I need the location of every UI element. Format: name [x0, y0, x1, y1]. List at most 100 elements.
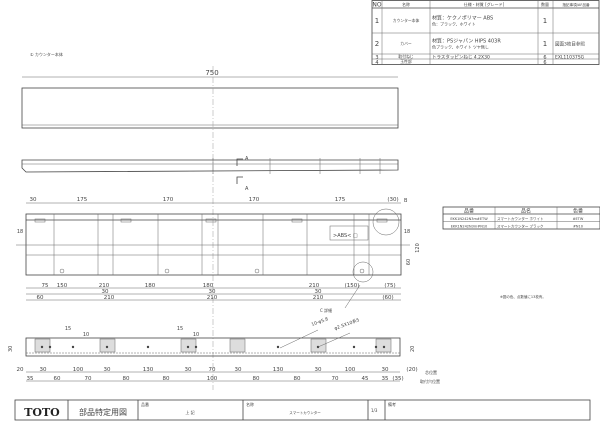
row-spec2: 色：ブラック、ホワイト [432, 21, 476, 27]
bv-dim: 30 [40, 367, 47, 373]
bottom-dim: 30 [102, 289, 109, 295]
top-dim: 170 [163, 197, 174, 203]
part-label: ① カウンター本体 [30, 51, 63, 57]
header-name: 名称 [402, 1, 410, 7]
toto-logo: TOTO [24, 406, 60, 419]
bv-dim: 30 [185, 367, 192, 373]
hole [352, 345, 356, 349]
section-mark-a-2: A [245, 186, 249, 192]
variant-cell: EKK1N242N3m#ETW [450, 217, 488, 221]
bottom-dim: (150) [345, 283, 360, 289]
callout-hole-1: 10-φ5.8 [311, 316, 330, 328]
top-dim: 30 [30, 197, 37, 203]
bv-dim: (35) [392, 376, 403, 382]
hatched-rib [310, 338, 327, 353]
boss [34, 218, 46, 223]
variant-header: 色番 [573, 208, 583, 215]
hole [374, 345, 378, 349]
bottom-dim: 60 [37, 295, 44, 301]
row-spec: 材質：PSジャパン HIPS 403R [432, 38, 501, 45]
bv-dim: 45 [362, 376, 369, 382]
bottom-dim: 210 [207, 295, 218, 301]
remarks-label: 備考 [388, 401, 396, 407]
bottom-view: 10-φ5.8 φ2.5X10系5 30 20 芯位置 取付穴位置 151015… [8, 316, 440, 384]
bv-dim: 80 [253, 376, 260, 382]
bv-dim: (20) [406, 367, 417, 373]
material-mark: >ABS< □ [333, 233, 358, 239]
header-spec: 仕様・材質 [グレード] [464, 1, 505, 7]
bottom-dim: (60) [382, 295, 393, 301]
bv-dim: 30 [382, 367, 389, 373]
bv-dim: 70 [85, 376, 92, 382]
section-mark-a: A [245, 156, 249, 162]
hole [40, 345, 44, 349]
bottom-dim: 30 [209, 289, 216, 295]
screw-hole [359, 268, 365, 274]
variant-cell: #ETW [573, 217, 584, 221]
row-note: 図面3枚目参照 [555, 41, 585, 48]
hole [276, 345, 280, 349]
side-view: A A [21, 156, 399, 192]
name-value: スマートカウンター [289, 410, 321, 415]
bv-dim: 30 [235, 367, 242, 373]
header-note: 指記事項/AF品番 [562, 2, 590, 7]
bottom-dim: 180 [203, 283, 214, 289]
callout-hole-2: φ2.5X10系5 [333, 316, 360, 332]
bottom-dim: 210 [104, 295, 115, 301]
top-dim: 175 [77, 197, 88, 203]
doc-type: 部品特定用図 [79, 407, 127, 417]
bottom-dim: 30 [315, 289, 322, 295]
sheet-number: 1/3 [371, 408, 378, 413]
screw-hole [254, 268, 260, 274]
bv-dim: 20 [17, 367, 24, 373]
row-no: 3 [375, 55, 378, 61]
hole [186, 345, 190, 349]
bv-dim: 30 [104, 367, 111, 373]
bv-dim: 130 [143, 367, 154, 373]
bottom-dim: 210 [313, 295, 324, 301]
bottom-dim: (75) [384, 283, 395, 289]
hatched-rib [375, 338, 392, 353]
bottom-dim: 210 [309, 283, 320, 289]
bottom-dim: 210 [99, 283, 110, 289]
bv-top-dim: 10 [193, 332, 199, 338]
row-no: 2 [375, 40, 379, 48]
part-no-value: 上 記 [185, 409, 194, 415]
title-block: TOTO 部品特定用図 品番 上 記 名称 スマートカウンター 1/3 備考 [14, 399, 591, 421]
row-name: カウンター本体 [393, 18, 420, 23]
hatched-rib [34, 338, 51, 353]
variant-cell: スマートカウンター ホワイト [497, 216, 544, 221]
variant-header: 品名 [521, 208, 531, 215]
side-dim: 18 [17, 229, 23, 235]
bv-row1-note: 芯位置 [425, 369, 437, 375]
variant-cell: EKK1N242N3m#N10 [451, 225, 488, 229]
bottom-dim: 180 [145, 283, 156, 289]
hole [382, 345, 386, 349]
row-qty: 6 [543, 60, 546, 66]
top-dim: (30) [387, 197, 398, 203]
boss [205, 218, 217, 223]
row-name: カバー [400, 41, 412, 46]
row-spec2: 色ブラック、ホワイト ツヤ無し [432, 44, 489, 50]
top-dim: 175 [335, 197, 346, 203]
bottom-dim: 150 [57, 283, 68, 289]
bv-dim: 35 [382, 376, 389, 382]
variant-cell: スマートカウンター ブラック [497, 224, 544, 229]
bv-dim: 100 [345, 367, 356, 373]
hatched-rib [180, 338, 197, 353]
side-dim: 18 [404, 229, 410, 235]
bottom-dim: 75 [42, 283, 49, 289]
screw-hole [164, 268, 170, 274]
bv-dim: 70 [332, 376, 339, 382]
hatched-rib [99, 338, 116, 353]
boss [120, 218, 132, 223]
bv-dim: 70 [209, 367, 216, 373]
hole [71, 345, 75, 349]
row-qty: 6 [543, 55, 546, 61]
part-no-label: 品番 [141, 401, 149, 407]
